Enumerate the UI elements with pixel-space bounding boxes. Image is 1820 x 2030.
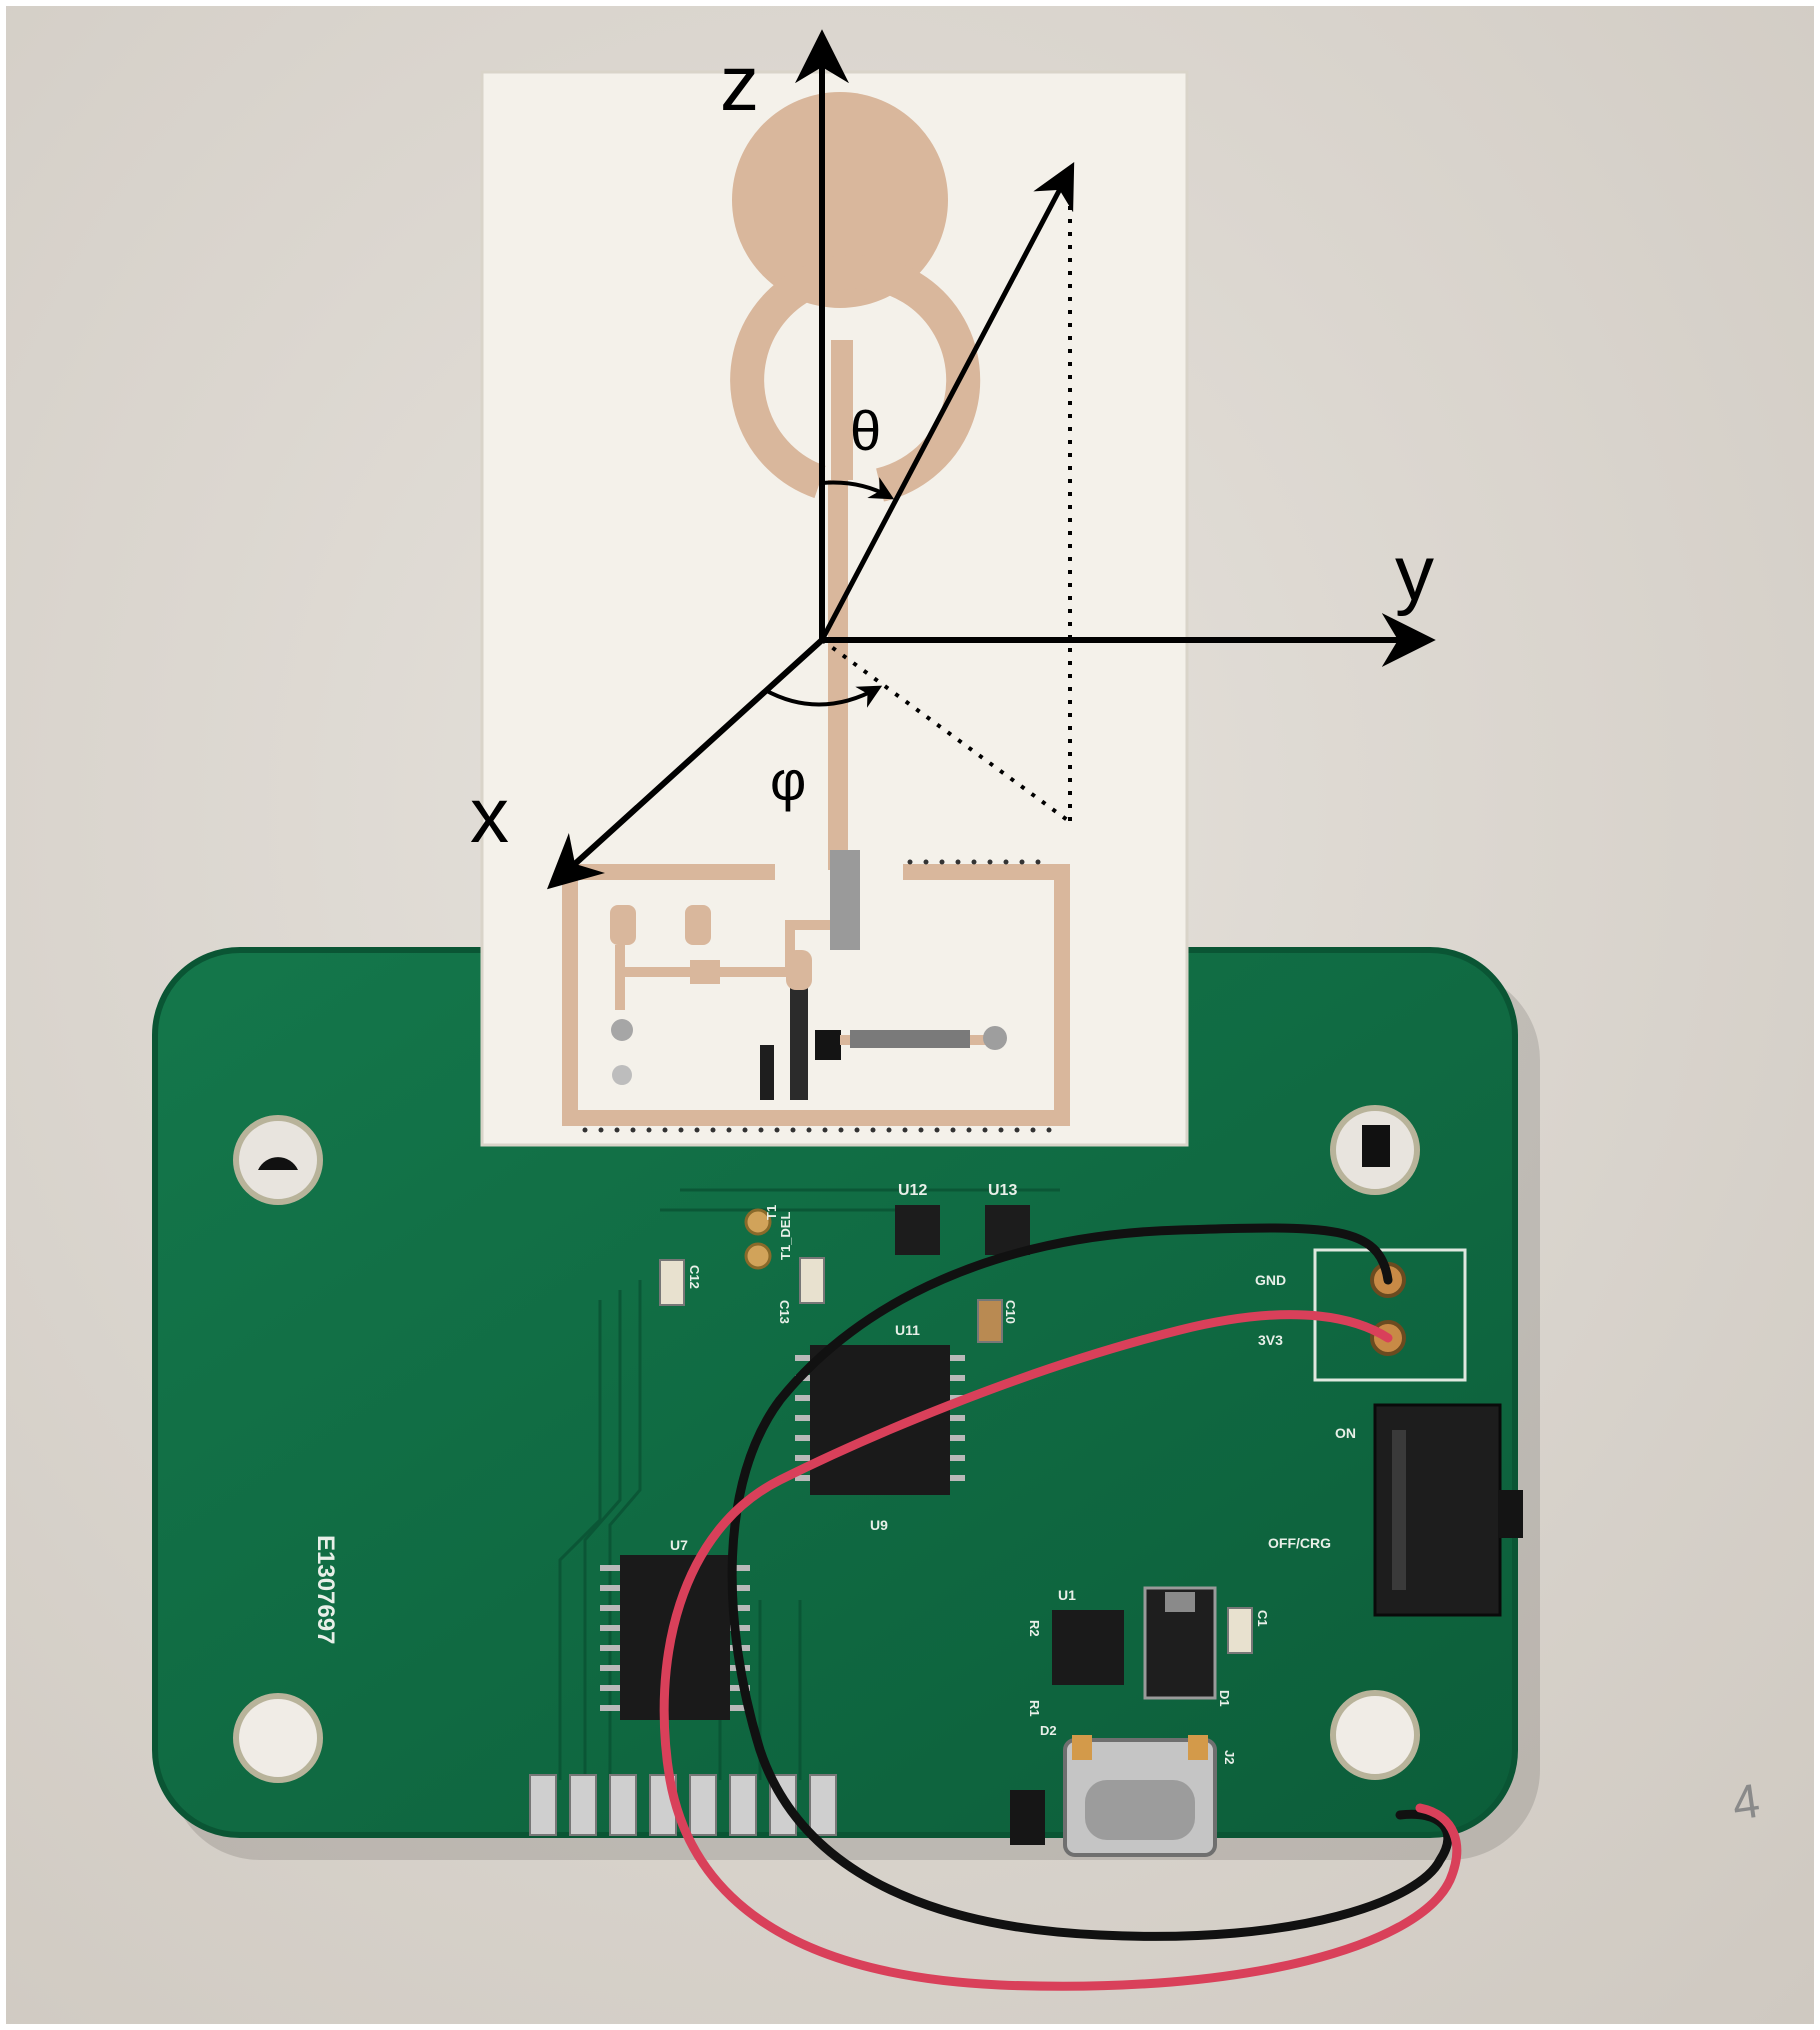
silk-r2: R2 [1027,1620,1042,1637]
substrate-via [646,1127,652,1133]
substrate-via [955,859,961,865]
substrate-via [998,1127,1004,1133]
ic-u12 [895,1205,940,1255]
substrate-via [923,859,929,865]
substrate-via [886,1127,892,1133]
power-switch [1373,1403,1523,1617]
substrate-via [838,1127,844,1133]
mounting-hole-bottom-left [233,1693,323,1783]
substrate-via [774,1127,780,1133]
silk-u1: U1 [1058,1587,1076,1603]
substrate-via [630,1127,636,1133]
silk-board-id: E1307697 [312,1535,339,1644]
mounting-hole-top-left [233,1115,323,1205]
silk-d1: D1 [1217,1690,1232,1707]
ic-u1 [1052,1610,1124,1685]
phi-label: φ [770,749,806,812]
substrate-via [870,1127,876,1133]
substrate-via [614,1127,620,1133]
substrate-via [790,1127,796,1133]
substrate-via [1030,1127,1036,1133]
silk-c13: C13 [777,1300,792,1324]
substrate-via [1035,859,1041,865]
substrate-via [726,1127,732,1133]
ic-u13 [985,1205,1030,1255]
rf-components [610,850,1007,1100]
substrate-via [822,1127,828,1133]
direction-vector [819,162,1075,642]
phi-arc [764,685,883,708]
silk-off-crg: OFF/CRG [1268,1535,1331,1551]
coordinate-axes [546,29,1436,890]
ic-u11 [810,1345,950,1495]
control-pcb: U12 U13 T1 T1_DEL C12 C13 C10 U11 U9 U7 … [152,947,1523,1857]
substrate-via [966,1127,972,1133]
substrate-via [854,1127,860,1133]
substrate-via [1046,1127,1052,1133]
silk-on: ON [1335,1425,1356,1441]
silk-c1: C1 [1255,1610,1270,1627]
theta-arc [821,477,895,500]
substrate-via [806,1127,812,1133]
parasitic-disc [732,92,948,308]
x-axis [546,637,825,890]
substrate-via [1019,859,1025,865]
silk-u9: U9 [870,1517,888,1533]
substrate-via [758,1127,764,1133]
wire-red [659,1310,1462,1991]
substrate-via [987,859,993,865]
silk-3v3: 3V3 [1258,1332,1283,1348]
wire-black [727,1223,1453,1941]
feed-line [828,480,848,870]
mounting-hole-bottom-right [1330,1690,1420,1780]
substrate-via [982,1127,988,1133]
antenna-substrate [480,70,1189,1147]
silk-j2: J2 [1222,1750,1237,1764]
silk-u13: U13 [988,1182,1017,1199]
substrate-via [934,1127,940,1133]
silk-c12: C12 [687,1265,702,1289]
split-ring-resonator [730,254,981,502]
silk-t1: T1 [764,1205,779,1220]
theta-label: θ [850,399,881,462]
substrate-via [694,1127,700,1133]
substrate-via [971,859,977,865]
silk-gnd: GND [1255,1272,1286,1288]
x-axis-label: x [470,771,509,859]
capacitor-c1 [1227,1607,1253,1654]
capacitor-c13 [799,1257,825,1304]
substrate-via [950,1127,956,1133]
silk-t1-del: T1_DEL [778,1212,793,1260]
capacitor-c12 [659,1259,685,1306]
silk-d2: D2 [1040,1723,1057,1738]
test-point-t1-del [744,1242,772,1270]
substrate-via [907,859,913,865]
substrate-via [582,1127,588,1133]
silk-r1: R1 [1027,1700,1042,1717]
power-wires [659,1223,1462,1991]
silk-u7: U7 [670,1537,688,1553]
usb-connector-j2 [1063,1735,1217,1857]
silk-c10: C10 [1003,1300,1018,1324]
y-axis-label: y [1395,529,1434,617]
substrate-via [902,1127,908,1133]
substrate-via [1003,859,1009,865]
substrate-via [598,1127,604,1133]
silk-u11: U11 [895,1322,920,1338]
z-axis-label: z [720,39,759,127]
substrate-via [742,1127,748,1133]
substrate-via [710,1127,716,1133]
substrate-via [1014,1127,1020,1133]
substrate-via [662,1127,668,1133]
mounting-hole-top-right [1330,1105,1420,1195]
test-point-t1 [744,1208,772,1236]
silk-u12: U12 [898,1182,927,1199]
capacitor-c10 [977,1299,1003,1343]
substrate-via [918,1127,924,1133]
substrate-via [678,1127,684,1133]
substrate-via [939,859,945,865]
